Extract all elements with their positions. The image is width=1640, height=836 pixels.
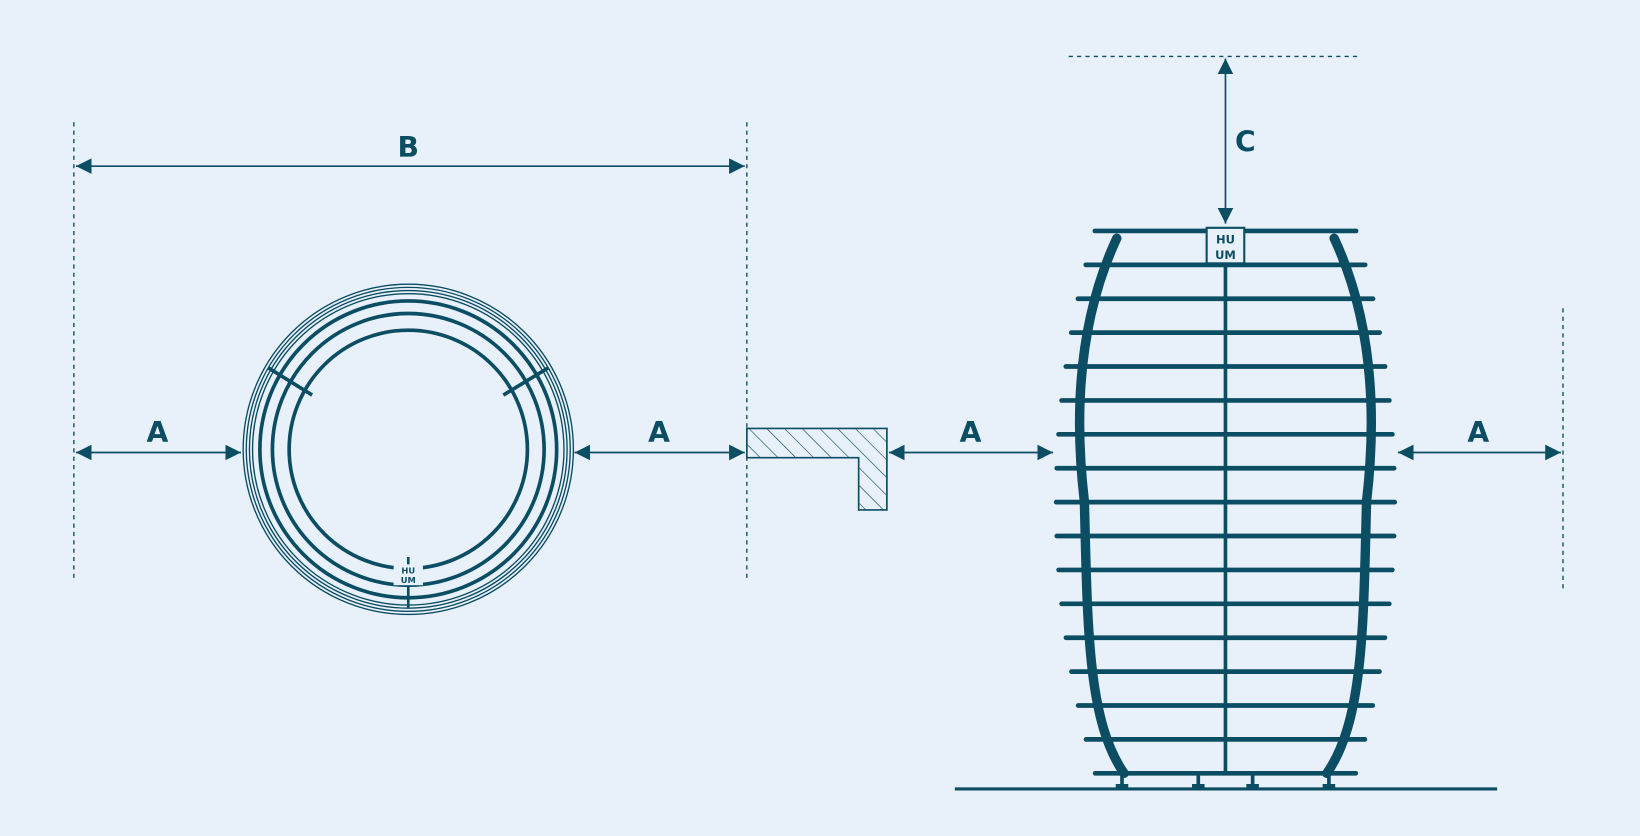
heater-foot	[1246, 775, 1259, 788]
heater-foot	[1322, 775, 1336, 788]
heater-foot	[1192, 775, 1205, 788]
label-a-gap: A	[960, 416, 982, 449]
side-frame-left	[1074, 233, 1129, 779]
svg-text:UM: UM	[401, 575, 416, 585]
label-a-right: A	[1467, 416, 1489, 449]
label-b: B	[398, 131, 420, 164]
svg-text:HU: HU	[401, 566, 415, 576]
label-a-mid: A	[648, 416, 670, 449]
label-c: C	[1235, 126, 1256, 159]
heater-side-view	[954, 228, 1498, 791]
huum-logo-side: HU UM	[1205, 226, 1246, 265]
heater-foot	[1115, 775, 1129, 788]
svg-text:UM: UM	[1215, 248, 1236, 262]
label-a-left: A	[147, 416, 169, 449]
huum-logo-top: HU UM	[393, 564, 423, 586]
wall-section-hatched	[746, 427, 888, 511]
side-frame-right	[1322, 233, 1377, 779]
svg-text:HU: HU	[1216, 232, 1235, 246]
